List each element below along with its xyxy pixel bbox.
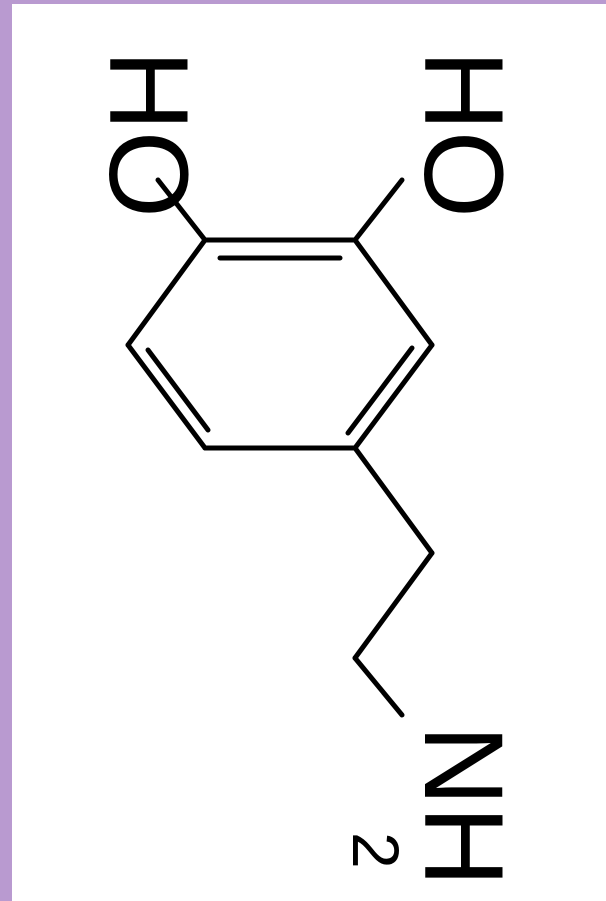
ring-bond-lower-left [125,342,208,451]
ring-bond-lower-right [352,342,435,451]
ring-bond-upper-left [125,237,208,348]
amine-label: NH [401,725,526,887]
hydroxyl-label-left: HO [86,50,211,218]
ring-double-bond-left [145,347,211,433]
amine-subscript-label: 2 [339,832,413,869]
ring-bond-upper-right [352,237,435,348]
structure-panel [12,4,606,901]
ring-double-bond-right [345,345,415,436]
side-chain-bond-2 [352,550,435,661]
hydroxyl-bond-left [155,177,208,243]
side-chain-bond-3 [352,655,405,718]
hydroxyl-label-right: HO [401,50,526,218]
hydroxyl-bond-right [352,177,405,243]
side-chain-bond-1 [352,445,435,556]
